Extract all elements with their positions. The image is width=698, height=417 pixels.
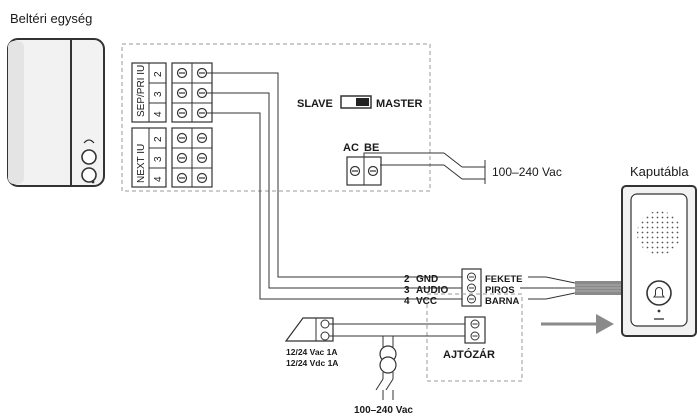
call-button-icon (81, 149, 97, 165)
transformer: 100–240 Vac (354, 336, 413, 416)
terminal-a-3: 3 (153, 91, 164, 97)
wire-vcc-label: VCC (416, 296, 437, 307)
call-button[interactable] (646, 280, 672, 306)
lock-supply: 12/24 Vac 1A 12/24 Vdc 1A (284, 317, 465, 368)
arrow-icon (541, 314, 614, 334)
indoor-wiring-area (121, 43, 431, 192)
door-panel-title: Kaputábla (630, 164, 689, 179)
sep-pri-label: SEP/PRI IU (136, 65, 147, 117)
door-panel (621, 185, 697, 337)
master-label: MASTER (376, 98, 423, 110)
transformer-mains-label: 100–240 Vac (354, 405, 413, 416)
terminal-a-2: 2 (153, 71, 164, 77)
wire-black-label: FEKETE (485, 274, 522, 285)
wire-4-num: 4 (404, 296, 410, 307)
terminal-block-next: NEXT IU 2 3 4 (131, 127, 213, 188)
slave-label: SLAVE (297, 98, 333, 110)
mains-voltage-label: 100–240 Vac (492, 165, 562, 179)
door-lock-label: AJTÓZÁR (443, 348, 495, 361)
terminal-block-sep-pri: SEP/PRI IU 2 3 4 (131, 62, 213, 123)
indoor-unit (7, 38, 105, 187)
ac-label: AC (343, 142, 359, 154)
lock-supply-dc: 12/24 Vdc 1A (286, 358, 338, 368)
panel-terminal: 2 GND 3 AUDIO 4 VCC FEKETE PIROS BARNA (404, 268, 623, 307)
terminal-b-2: 2 (153, 136, 164, 142)
door-lock: AJTÓZÁR (443, 316, 495, 361)
door-open-button-icon (81, 167, 97, 183)
be-label: BE (364, 142, 379, 154)
terminal-a-4: 4 (153, 111, 164, 117)
mains-terminal: AC BE 100–240 Vac (343, 142, 562, 186)
slave-master-switch: SLAVE MASTER (297, 95, 423, 110)
bell-icon (653, 287, 665, 298)
handset-icon (83, 139, 95, 144)
wire-brown-label: BARNA (485, 296, 519, 307)
wire-red-label: PIROS (485, 285, 515, 296)
wire-audio-label: AUDIO (416, 285, 448, 296)
wire-2-num: 2 (404, 274, 410, 285)
bus-wires (207, 72, 462, 300)
next-iu-label: NEXT IU (136, 144, 147, 183)
wire-3-num: 3 (404, 285, 410, 296)
lock-supply-ac: 12/24 Vac 1A (286, 347, 338, 357)
terminal-b-3: 3 (153, 156, 164, 162)
wire-gnd-label: GND (416, 274, 438, 285)
speaker-grille-icon (637, 211, 681, 255)
indoor-unit-title: Beltéri egység (10, 11, 92, 26)
terminal-b-4: 4 (153, 176, 164, 182)
